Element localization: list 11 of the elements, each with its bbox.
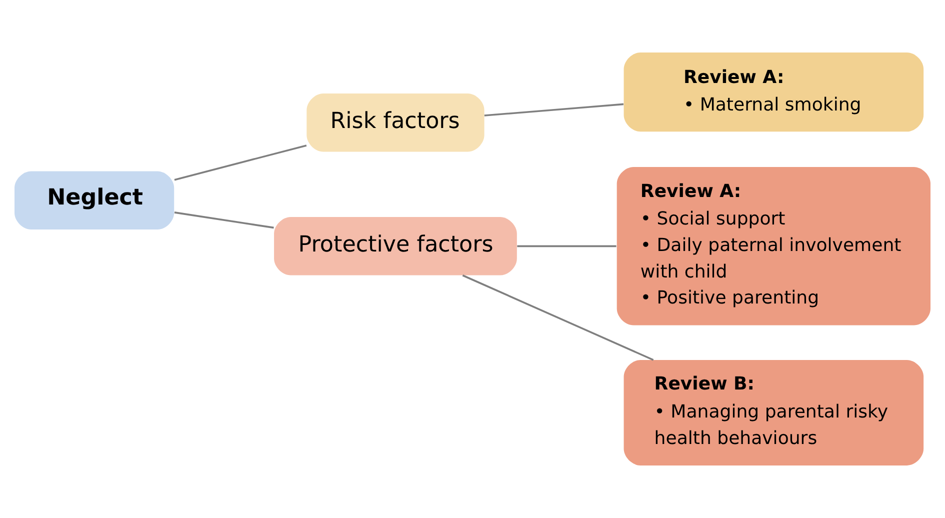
node-box: Protective factors [274,217,517,276]
node-box: Review B: • Managing parental risky health behaviours [624,360,924,466]
connector [174,144,307,181]
node-box: Review A: • Social support • Daily paternal involvement with child • Positive parenting [616,167,930,326]
node-box: Risk factors [306,94,484,152]
connector [484,103,624,116]
connector [174,212,274,229]
node-box: Review A: • Maternal smoking [624,52,924,132]
connector [462,274,654,361]
connector [517,245,616,248]
node-box: Neglect [14,171,174,230]
